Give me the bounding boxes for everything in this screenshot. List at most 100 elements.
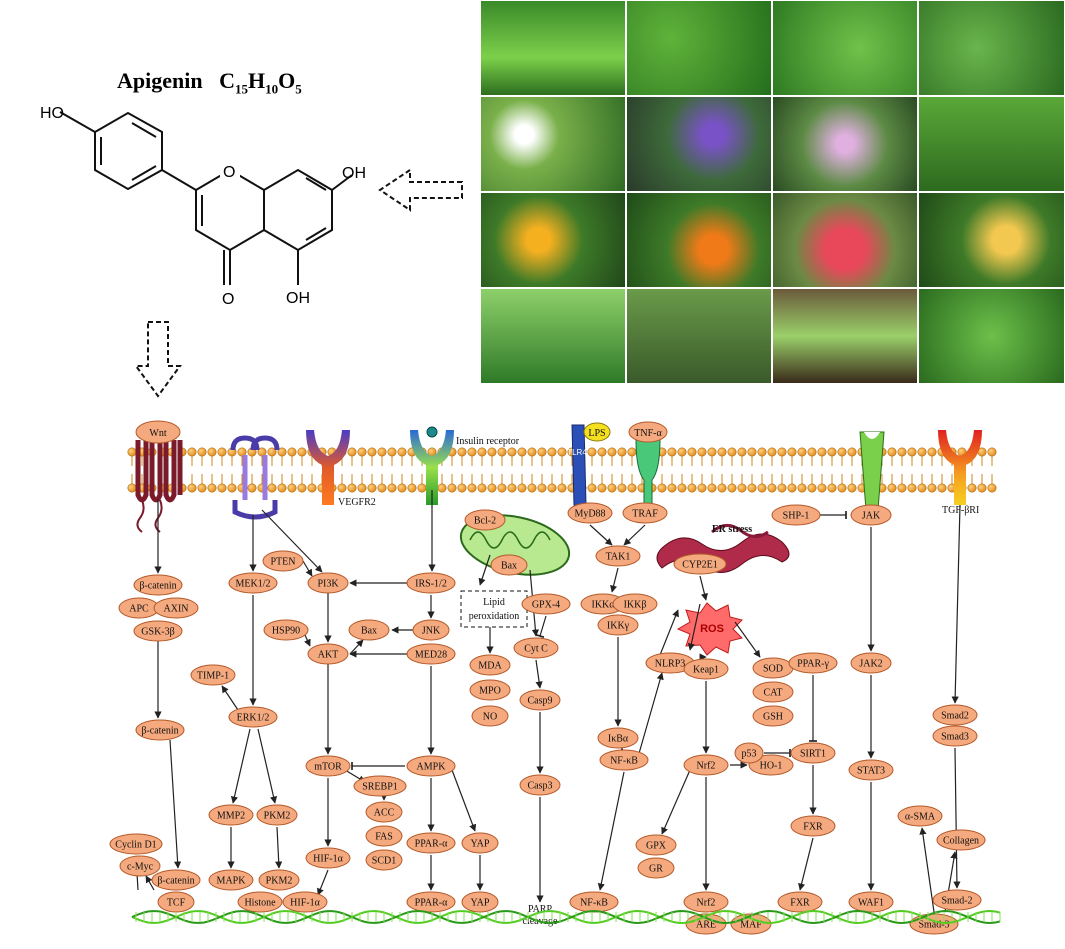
node-mtor-22: mTOR [305,755,351,777]
svg-text:GPX: GPX [646,841,667,852]
node-maf-64: MAF [730,913,772,935]
node-smad-3-83: Smad-3 [909,913,959,935]
node-smad2-78: Smad2 [932,704,978,726]
node-cyt-c-43: Cyt C [513,637,559,659]
node-wnt [135,420,181,444]
tgf-receptor [938,430,982,505]
node-pkm2-15: PKM2 [258,869,300,891]
node-pten-17: PTEN [262,550,304,572]
node-gr-61: GR [637,857,675,879]
orange-tree-photo [626,192,772,288]
svg-text:IKKβ: IKKβ [624,600,647,611]
node-srebp1-29: SREBP1 [353,775,407,797]
node-gsk-3--3: GSK-3β [133,620,183,642]
svg-text:AKT: AKT [318,650,339,661]
label-insulin-receptor: Insulin receptor [456,436,520,447]
svg-text:NF-κB: NF-κB [610,756,638,767]
svg-text:MPO: MPO [479,686,501,697]
node-nrf2-62: Nrf2 [683,891,729,913]
frizzled-receptor [135,440,183,533]
svg-text:HSP90: HSP90 [272,626,300,637]
lipid-peroxidation-box [460,590,528,628]
svg-text:FXR: FXR [790,898,810,909]
svg-text:MMP2: MMP2 [217,811,245,822]
svg-text:ERK1/2: ERK1/2 [237,713,270,724]
node-mek1-2-9: MEK1/2 [228,572,278,594]
node--sma-80: α-SMA [897,805,943,827]
node-nrf2-58: Nrf2 [683,754,729,776]
svg-text:NO: NO [483,712,497,723]
svg-text:Bcl-2: Bcl-2 [474,516,496,527]
svg-text:NF-κB: NF-κB [580,898,608,909]
node-shp-1-68: SHP-1 [771,504,821,526]
group-keto-o: O [222,291,234,308]
rosemary-photo [626,288,772,384]
svg-text:Nrf2: Nrf2 [697,761,716,772]
svg-text:JNK: JNK [422,626,441,637]
node-tcf-8: TCF [157,891,195,913]
apigenin-groups: HO OH OH O O [40,105,366,308]
artichoke-photo [626,96,772,192]
node-acc-30: ACC [365,801,403,823]
group-ho: HO [40,105,64,122]
svg-text:PKM2: PKM2 [264,811,291,822]
svg-text:β-catenin: β-catenin [141,726,178,737]
svg-text:Casp9: Casp9 [528,696,553,707]
label-parp: PARP [528,904,553,915]
node-hif-1--24: HIF-1α [282,891,328,913]
dna-strand [131,909,1001,925]
node-bax-21: Bax [348,619,390,641]
svg-text:IκBα: IκBα [608,734,629,745]
svg-text:β-catenin: β-catenin [157,876,194,887]
node-mpo-40: MPO [469,679,511,701]
svg-text:ACC: ACC [374,808,395,819]
svg-text:FAS: FAS [375,832,393,843]
svg-text:YAP: YAP [471,898,490,909]
label-ros: ROS [700,623,724,635]
node-bcl-2-37: Bcl-2 [464,509,506,531]
node-stat3-76: STAT3 [848,759,894,781]
node-mda-39: MDA [469,654,511,676]
svg-text:Bax: Bax [361,626,377,637]
svg-text:Histone: Histone [244,898,276,909]
insulin-receptor [410,426,454,505]
node-ppar--34: PPAR-α [406,891,456,913]
svg-text:AMPK: AMPK [417,762,447,773]
node-smad-2-82: Smad-2 [932,889,982,911]
svg-text:α-SMA: α-SMA [905,812,936,823]
apple-photo [772,192,918,288]
celery-photo [480,0,626,96]
svg-text:CYP2E1: CYP2E1 [682,560,718,571]
svg-text:SCD1: SCD1 [372,856,396,867]
svg-text:Smad-2: Smad-2 [941,896,972,907]
svg-text:Casp3: Casp3 [528,781,553,792]
node-keap1-57: Keap1 [683,658,729,680]
svg-text:MyD88: MyD88 [574,509,605,520]
node-cyclin-d1-5: Cyclin D1 [109,833,163,855]
svg-text:ARE: ARE [696,920,716,931]
node-ppar--70: PPAR-γ [788,652,838,674]
cytokine-receptor [859,431,885,511]
node-nf-b-54: NF-κB [569,891,619,913]
node-yap-35: YAP [461,832,499,854]
node-waf1-77: WAF1 [848,891,894,913]
node-jak-69: JAK [850,504,892,526]
node-myd88-46: MyD88 [567,502,613,524]
node-traf-47: TRAF [622,502,668,524]
svg-text:GR: GR [649,864,663,875]
svg-text:SHP-1: SHP-1 [783,511,810,522]
svg-text:HIF-1α: HIF-1α [290,898,320,909]
svg-text:MAPK: MAPK [217,876,247,887]
tea-photo [918,96,1065,192]
label-tnf: TNF-α [634,428,662,439]
node-collagen-81: Collagen [936,829,986,851]
svg-text:Nrf2: Nrf2 [697,898,716,909]
compound-title: Apigenin C15H10O5 [117,68,302,97]
node-pi3k-18: PI3K [307,572,349,594]
node-axin-2: AXIN [153,597,199,619]
svg-text:APC: APC [129,604,149,615]
endoplasmic-reticulum [656,524,790,573]
node-no-41: NO [471,705,509,727]
node-ampk-28: AMPK [406,755,456,777]
